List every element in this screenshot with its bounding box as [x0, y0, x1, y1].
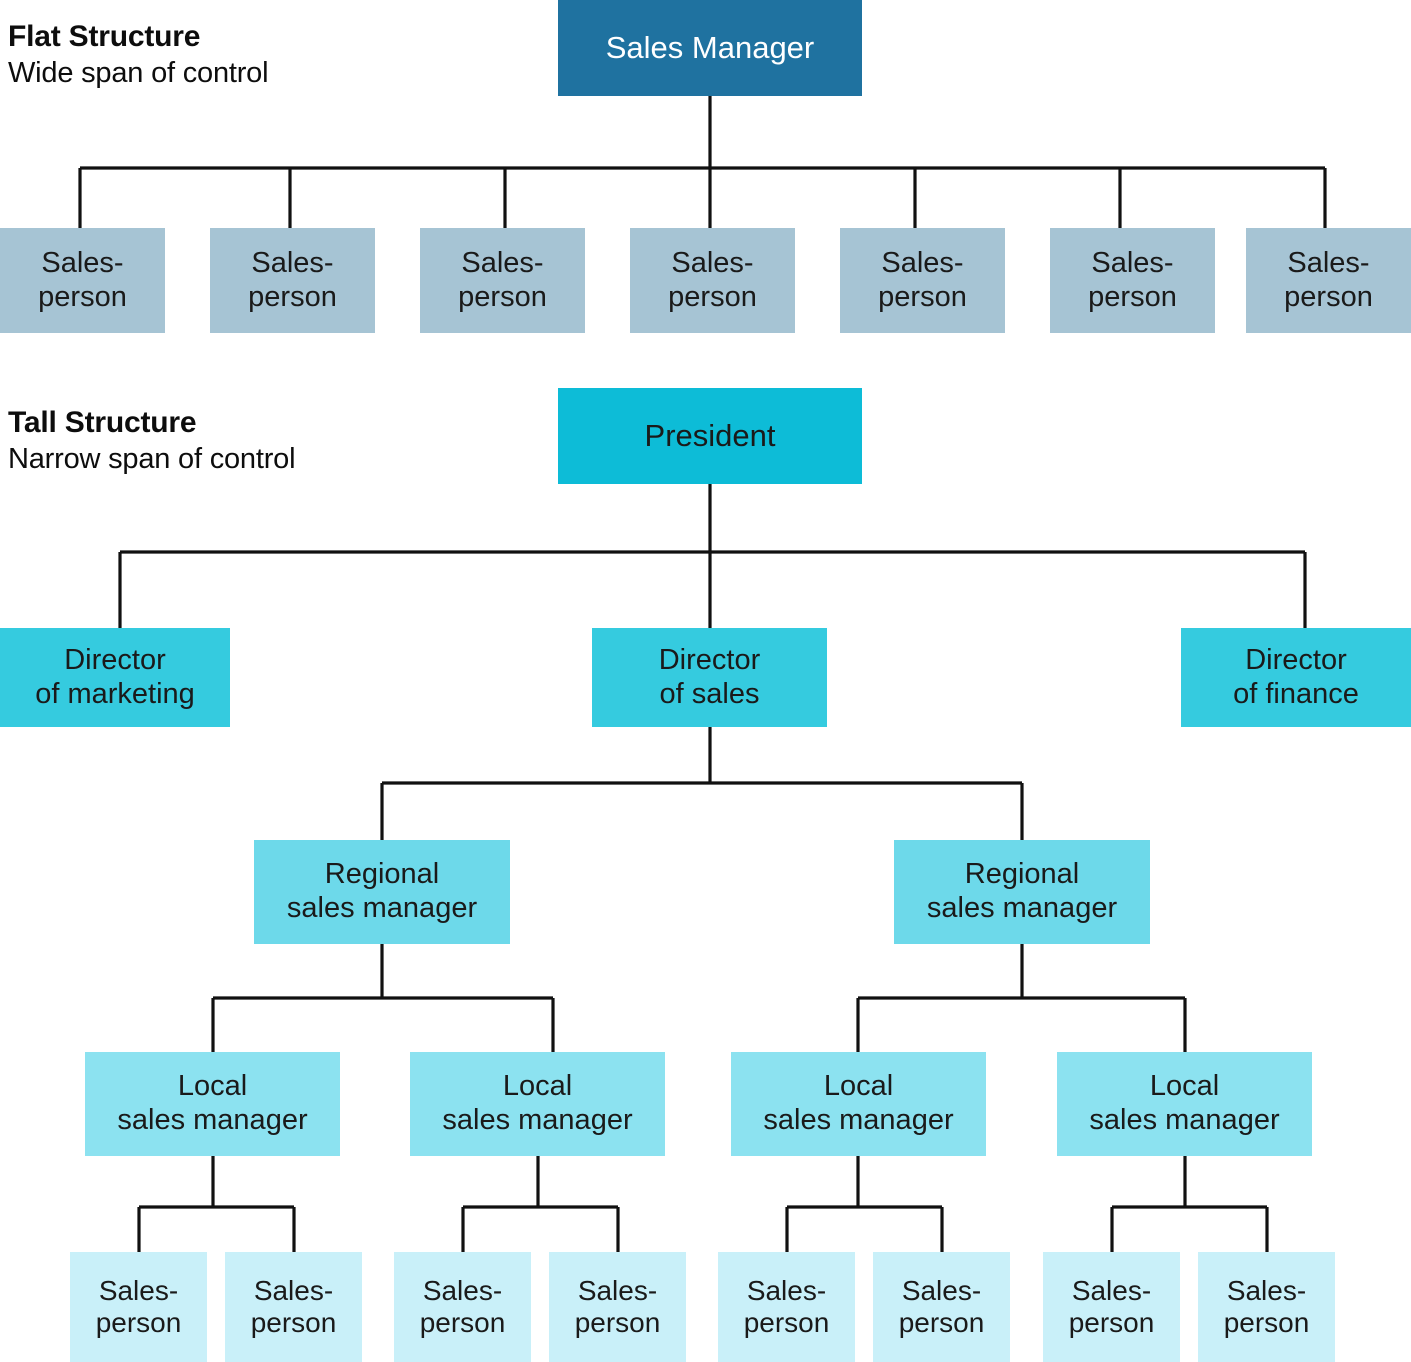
tall-salesperson-node-5: Sales- person: [718, 1252, 855, 1362]
tall-structure-title: Tall Structure: [8, 406, 197, 439]
tall-salesperson-node-8: Sales- person: [1198, 1252, 1335, 1362]
sales-manager-node: Sales Manager: [558, 0, 862, 96]
tall-salesperson-node-3: Sales- person: [394, 1252, 531, 1362]
tall-structure-subtitle: Narrow span of control: [8, 443, 296, 475]
local-sales-manager-node-3: Local sales manager: [731, 1052, 986, 1156]
local-sales-manager-node-2: Local sales manager: [410, 1052, 665, 1156]
tall-salesperson-node-1: Sales- person: [70, 1252, 207, 1362]
flat-salesperson-node-1: Sales- person: [0, 228, 165, 333]
tall-salesperson-node-2: Sales- person: [225, 1252, 362, 1362]
flat-salesperson-node-2: Sales- person: [210, 228, 375, 333]
tall-salesperson-node-4: Sales- person: [549, 1252, 686, 1362]
flat-salesperson-node-3: Sales- person: [420, 228, 585, 333]
flat-structure-subtitle: Wide span of control: [8, 57, 269, 89]
director-node-1: Director of marketing: [0, 628, 230, 727]
flat-structure-title: Flat Structure: [8, 20, 201, 53]
flat-structure-label: Flat Structure Wide span of control: [8, 20, 269, 90]
flat-salesperson-node-4: Sales- person: [630, 228, 795, 333]
local-sales-manager-node-1: Local sales manager: [85, 1052, 340, 1156]
director-node-3: Director of finance: [1181, 628, 1411, 727]
flat-salesperson-node-7: Sales- person: [1246, 228, 1411, 333]
tall-salesperson-node-7: Sales- person: [1043, 1252, 1180, 1362]
tall-salesperson-node-6: Sales- person: [873, 1252, 1010, 1362]
flat-salesperson-node-6: Sales- person: [1050, 228, 1215, 333]
director-node-2: Director of sales: [592, 628, 827, 727]
president-node: President: [558, 388, 862, 484]
tall-structure-label: Tall Structure Narrow span of control: [8, 406, 296, 476]
regional-sales-manager-node-1: Regional sales manager: [254, 840, 510, 944]
flat-salesperson-node-5: Sales- person: [840, 228, 1005, 333]
regional-sales-manager-node-2: Regional sales manager: [894, 840, 1150, 944]
local-sales-manager-node-4: Local sales manager: [1057, 1052, 1312, 1156]
